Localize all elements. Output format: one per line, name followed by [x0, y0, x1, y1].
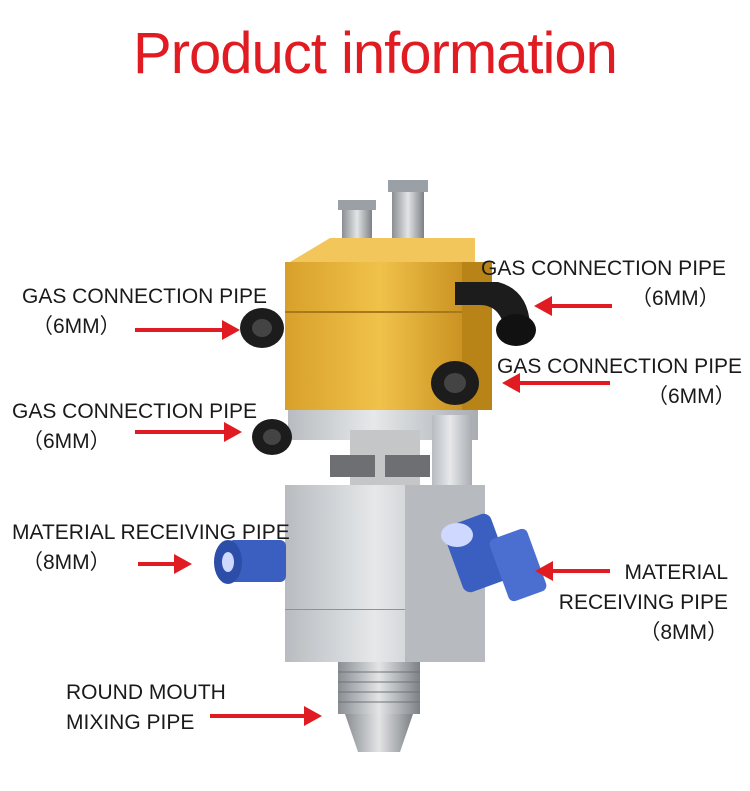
arrow-gas-left-2	[135, 422, 242, 442]
middle-bracket	[288, 410, 478, 485]
label-gas-left-1: GAS CONNECTION PIPE （6MM）	[22, 282, 267, 342]
label-material-right-line3: （8MM）	[639, 621, 728, 644]
gas-fittings	[240, 282, 536, 455]
arrow-gas-right-2	[502, 373, 610, 393]
arrow-material-left	[138, 554, 192, 574]
label-material-left: MATERIAL RECEIVING PIPE （8MM）	[12, 518, 290, 578]
arrow-mixing	[210, 706, 322, 726]
label-gas-left-2: GAS CONNECTION PIPE （6MM）	[12, 397, 257, 457]
nozzle	[338, 662, 420, 752]
label-mixing-line2: MIXING PIPE	[66, 711, 195, 734]
label-material-right: MATERIAL RECEIVING PIPE （8MM）	[558, 558, 728, 648]
label-gas-right-1: GAS CONNECTION PIPE （6MM）	[481, 254, 726, 314]
label-gas-right-2-line1: GAS CONNECTION PIPE	[497, 355, 743, 378]
top-fittings	[338, 180, 428, 251]
label-gas-right-2: GAS CONNECTION PIPE （6MM）	[497, 352, 742, 412]
page-title: Product information	[133, 21, 618, 86]
label-material-right-line1: MATERIAL	[624, 561, 728, 584]
label-material-left-line2: （8MM）	[22, 551, 111, 574]
label-mixing-line1: ROUND MOUTH	[66, 681, 226, 704]
label-mixing: ROUND MOUTH MIXING PIPE	[66, 678, 226, 738]
arrow-gas-right-1	[534, 296, 612, 316]
label-gas-left-1-line2: （6MM）	[32, 315, 121, 338]
label-gas-left-2-line1: GAS CONNECTION PIPE	[12, 400, 258, 423]
label-gas-right-1-line2: （6MM）	[631, 287, 720, 310]
label-gas-left-2-line2: （6MM）	[22, 430, 111, 453]
label-gas-left-1-line1: GAS CONNECTION PIPE	[22, 285, 268, 308]
arrow-material-right	[535, 561, 610, 581]
label-material-right-line2: RECEIVING PIPE	[558, 591, 728, 614]
label-gas-right-2-line2: （6MM）	[647, 385, 736, 408]
arrow-gas-left-1	[135, 320, 240, 340]
label-material-left-line1: MATERIAL RECEIVING PIPE	[12, 521, 290, 544]
label-gas-right-1-line1: GAS CONNECTION PIPE	[481, 257, 727, 280]
material-fittings	[214, 513, 547, 602]
